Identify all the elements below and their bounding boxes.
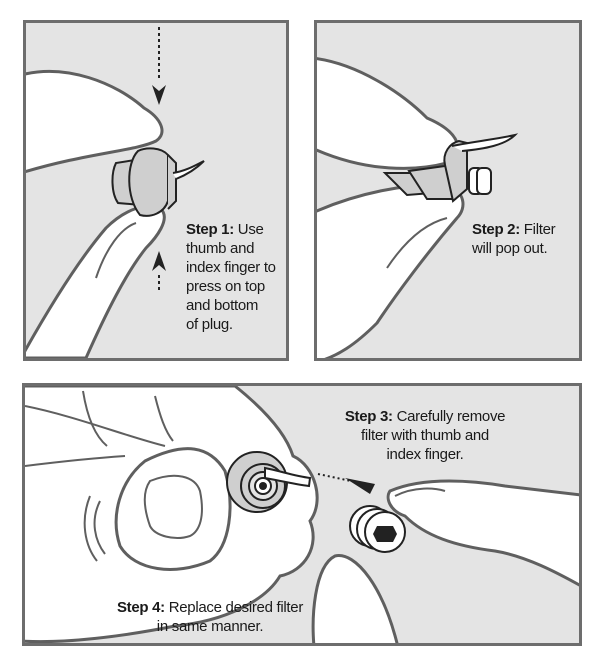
step-2-illustration	[317, 57, 519, 358]
step-2-panel: Step 2: Filter will pop out.	[314, 20, 582, 361]
arrow-up-icon	[152, 251, 166, 291]
step-1-caption: Step 1: Use thumb and index finger to pr…	[186, 221, 276, 333]
step-3-4-illustration	[25, 386, 579, 643]
step-3-4-panel: Step 3: Carefully remove filter with thu…	[22, 383, 582, 646]
arrow-down-icon	[152, 27, 166, 105]
step-3-caption: Step 3: Carefully remove filter with thu…	[344, 408, 506, 463]
step-1-illustration	[26, 27, 205, 358]
step-4-caption: Step 4: Replace desired filter in same m…	[116, 599, 304, 635]
arrow-right-icon	[317, 473, 375, 494]
step-1-panel: Step 1: Use thumb and index finger to pr…	[23, 20, 289, 361]
step-2-caption: Step 2: Filter will pop out.	[472, 221, 556, 257]
